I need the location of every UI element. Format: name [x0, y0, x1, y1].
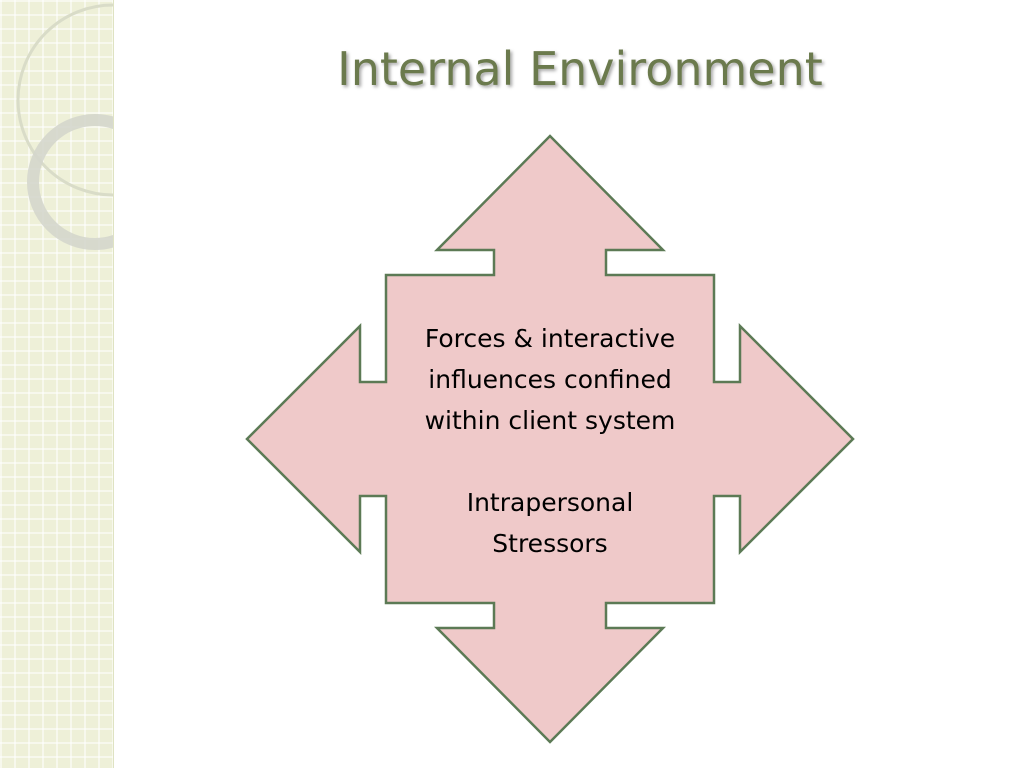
diagram-text-line-1: Forces & interactive [424, 324, 676, 353]
diagram-center-text: Forces & interactive influences confined… [392, 318, 708, 564]
quad-arrow-shape [245, 134, 855, 744]
diagram-text-line-3: within client system [424, 406, 676, 435]
slide-title: Internal Environment [337, 42, 823, 96]
diagram-subtext-line-2: Stressors [492, 529, 608, 558]
diagram-text-line-2: influences confined [428, 365, 672, 394]
decorative-ring-large [16, 3, 113, 197]
decorative-ring-small [27, 114, 113, 250]
diagram-subtext-line-1: Intrapersonal [466, 488, 634, 517]
text-spacer [392, 441, 708, 482]
decorative-circles [16, 3, 113, 250]
